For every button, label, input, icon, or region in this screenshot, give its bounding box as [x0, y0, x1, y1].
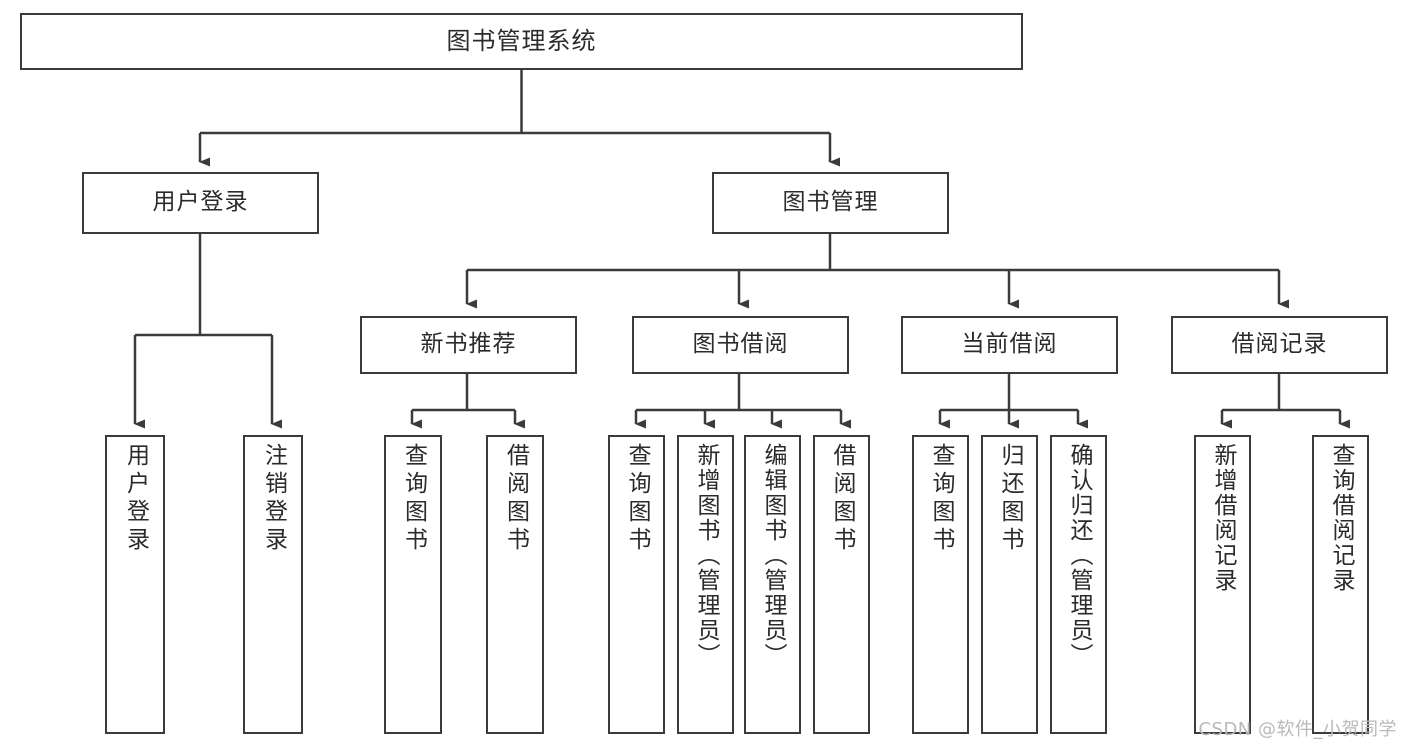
leaf-record-add-record-label: 新增借阅记录	[1210, 443, 1236, 593]
leaf-borrow-query-book[interactable]: 查询图书	[608, 435, 665, 734]
leaf-borrow-edit-book-label: 编辑图书（管理员）	[760, 443, 786, 668]
leaf-user-login-login[interactable]: 用户登录	[105, 435, 165, 734]
node-borrow-record-label: 借阅记录	[1231, 331, 1328, 358]
leaf-borrow-add-book-label: 新增图书（管理员）	[693, 443, 719, 668]
node-new-book-recommend-label: 新书推荐	[420, 331, 517, 358]
leaf-current-confirm-return-label: 确认归还（管理员）	[1066, 443, 1092, 668]
node-book-management[interactable]: 图书管理	[712, 172, 949, 234]
node-borrow-record[interactable]: 借阅记录	[1171, 316, 1388, 374]
leaf-current-query-book[interactable]: 查询图书	[912, 435, 969, 734]
leaf-borrow-borrow-book-label: 借阅图书	[829, 443, 855, 555]
leaf-borrow-borrow-book[interactable]: 借阅图书	[813, 435, 870, 734]
watermark-text: CSDN @软件_小贺同学	[1198, 719, 1397, 740]
leaf-new-book-borrow[interactable]: 借阅图书	[486, 435, 544, 734]
leaf-user-login-login-label: 用户登录	[122, 443, 149, 555]
node-new-book-recommend[interactable]: 新书推荐	[360, 316, 577, 374]
leaf-record-query-record-label: 查询借阅记录	[1328, 443, 1354, 593]
leaf-borrow-add-book[interactable]: 新增图书（管理员）	[677, 435, 734, 734]
leaf-current-query-book-label: 查询图书	[928, 443, 954, 555]
leaf-borrow-query-book-label: 查询图书	[624, 443, 650, 555]
leaf-new-book-query-label: 查询图书	[400, 443, 427, 555]
node-root-label: 图书管理系统	[446, 27, 597, 56]
node-current-borrow-label: 当前借阅	[961, 331, 1058, 358]
leaf-new-book-query[interactable]: 查询图书	[384, 435, 442, 734]
node-user-login-label: 用户登录	[152, 189, 249, 216]
leaf-record-query-record[interactable]: 查询借阅记录	[1312, 435, 1369, 734]
leaf-current-return-book[interactable]: 归还图书	[981, 435, 1038, 734]
leaf-record-add-record[interactable]: 新增借阅记录	[1194, 435, 1251, 734]
node-book-borrow[interactable]: 图书借阅	[632, 316, 849, 374]
leaf-borrow-edit-book[interactable]: 编辑图书（管理员）	[744, 435, 801, 734]
leaf-user-login-logout-label: 注销登录	[260, 443, 287, 555]
node-current-borrow[interactable]: 当前借阅	[901, 316, 1118, 374]
node-user-login[interactable]: 用户登录	[82, 172, 319, 234]
leaf-current-confirm-return[interactable]: 确认归还（管理员）	[1050, 435, 1107, 734]
leaf-new-book-borrow-label: 借阅图书	[502, 443, 529, 555]
leaf-current-return-book-label: 归还图书	[997, 443, 1023, 555]
leaf-user-login-logout[interactable]: 注销登录	[243, 435, 303, 734]
node-book-borrow-label: 图书借阅	[692, 331, 789, 358]
node-book-management-label: 图书管理	[782, 189, 879, 216]
node-root[interactable]: 图书管理系统	[20, 13, 1023, 70]
